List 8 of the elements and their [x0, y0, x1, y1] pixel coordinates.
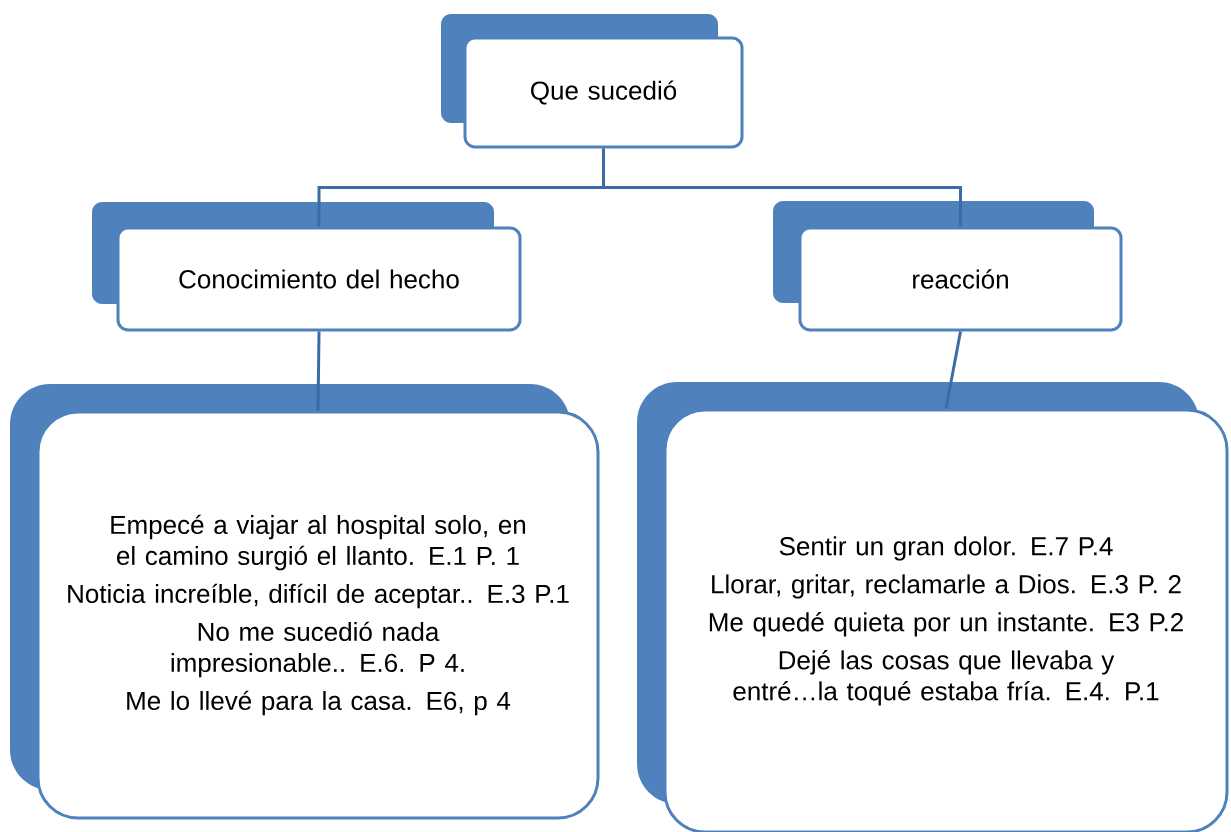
process-box: Sentir un gran dolor. E.7 P.4 Llorar, gritar, reclamarle a Dios. E.3 P. 2 Me quedé quieta por un instante. E3 P.2 Dejé las cosas que llevaba y entré…la toqué estaba fría. E.4. P.1	[637, 382, 1229, 832]
process-box: Que sucedió	[441, 14, 744, 149]
connector	[602, 148, 962, 227]
process-box: Conocimiento del hecho	[92, 202, 522, 332]
process-box: reacción	[773, 201, 1123, 332]
process-box: Empecé a viajar al hospital solo, en el camino surgió el llanto. E.1 P. 1 Noticia increíble, difícil de aceptar.. E.3 P.1 No me sucedió nada impresionable.. E.6. P 4. Me lo llevé para la casa. E6, p 4	[10, 384, 600, 820]
connector	[944, 331, 962, 409]
connector	[316, 331, 321, 411]
